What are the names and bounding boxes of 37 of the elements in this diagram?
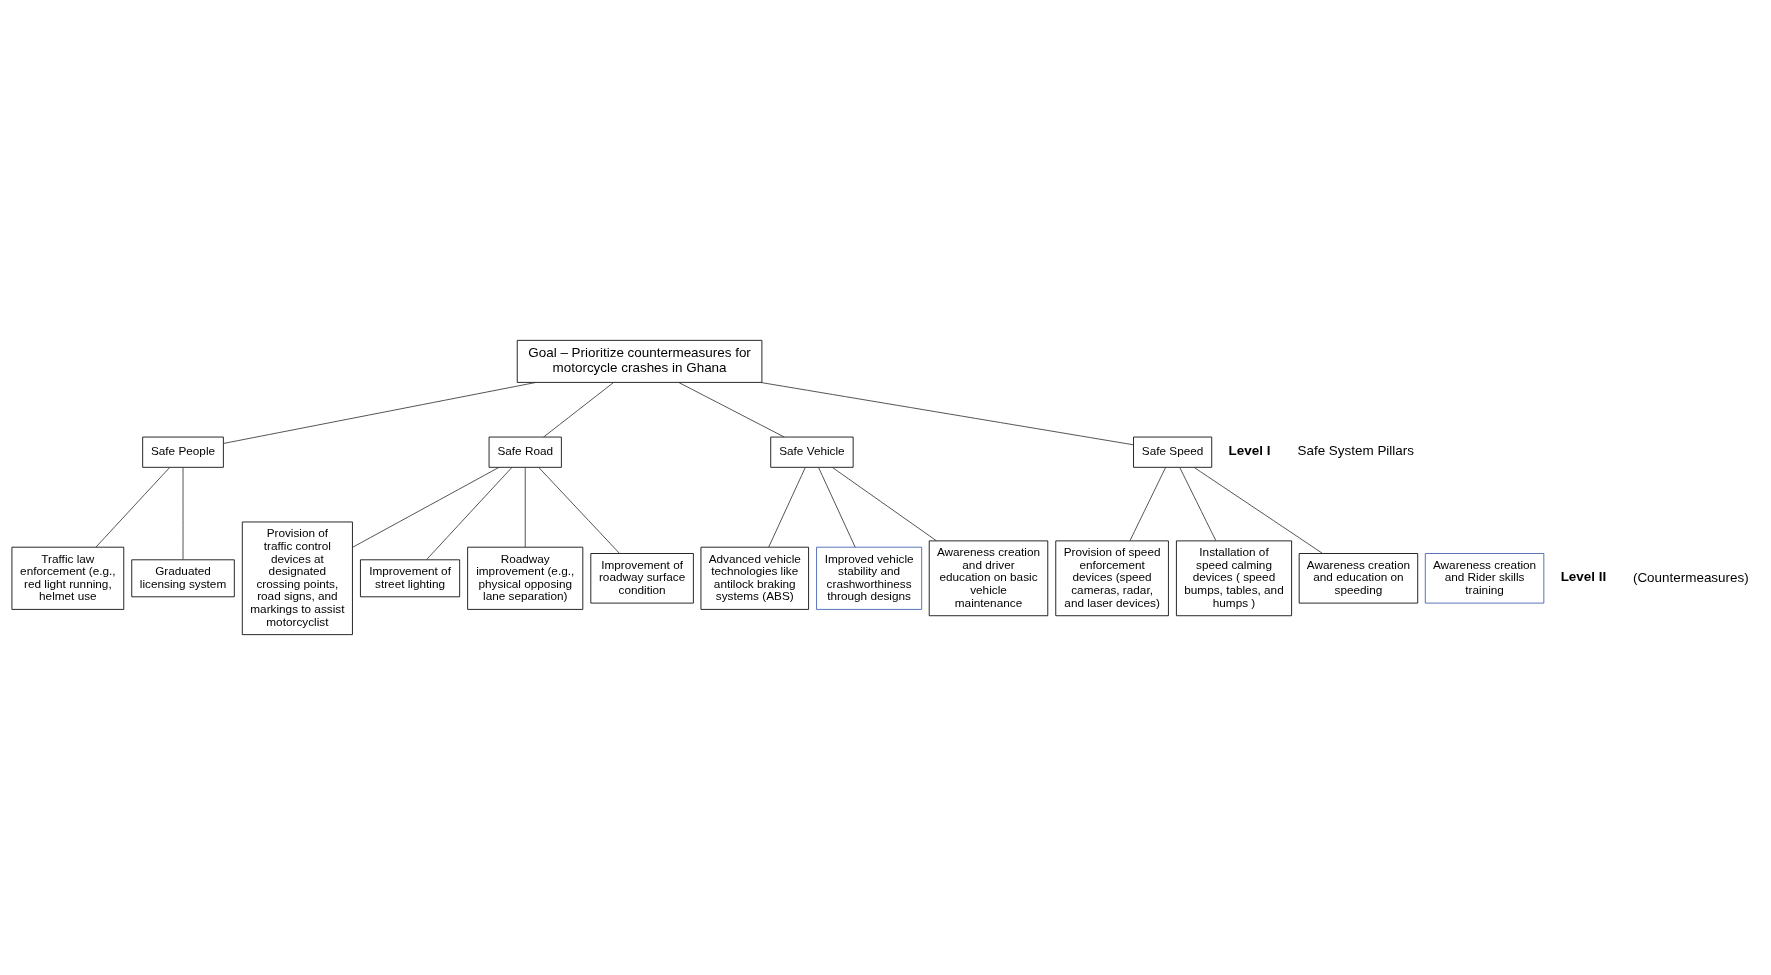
connector (832, 467, 937, 542)
connector (426, 467, 513, 560)
label: Safe System Pillars (1297, 443, 1414, 459)
node-box: Safe People (142, 436, 224, 468)
node-box: Improvement of roadway surface condition (590, 553, 694, 604)
node-box: Awareness creation and driver education on basic vehicle maintenance (928, 540, 1049, 617)
node-box: Safe Speed (1133, 436, 1213, 468)
connector (818, 467, 856, 548)
node-box: Installation of speed calming devices ( speed bumps, tables, and humps ) (1176, 540, 1292, 617)
connector (524, 467, 526, 548)
node-box: Safe Road (488, 436, 562, 468)
node-box: Roadway improvement (e.g., physical opposing lane separation) (467, 546, 584, 610)
node-box: Provision of speed enforcement devices (speed cameras, radar, and laser devices) (1055, 540, 1169, 617)
node-box: Traffic law enforcement (e.g., red light running, helmet use (11, 546, 125, 610)
node-box: Awareness creation and education on speeding (1298, 553, 1419, 604)
node-box: Graduated licensing system (131, 559, 235, 598)
connector (678, 382, 785, 438)
label: Level II (1560, 568, 1607, 584)
node-box: Improvement of street lighting (360, 559, 461, 598)
connector (95, 467, 170, 548)
node-box: Awareness creation and Rider skills training (1424, 553, 1545, 604)
node-box: Advanced vehicle technologies like antilock braking systems (ABS) (700, 546, 809, 610)
connector (760, 382, 1134, 446)
connector (1193, 467, 1323, 554)
node-box: Safe Vehicle (770, 436, 854, 468)
node-box: Improved vehicle stability and crashworthiness through designs (816, 546, 923, 610)
connector (223, 382, 537, 444)
node-box: Provision of traffic control devices at designated crossing points, road signs, and markings to assist motorcyclist (241, 521, 353, 636)
connector (768, 467, 806, 548)
label: Level I (1228, 442, 1271, 458)
connector (538, 467, 620, 554)
connector (1179, 467, 1217, 542)
node-box: Goal – Prioritize countermeasures for motorcycle crashes in Ghana (516, 339, 763, 383)
connector (543, 382, 615, 438)
connector (182, 467, 184, 560)
connector (1129, 467, 1166, 542)
label: (Countermeasures) (1632, 569, 1749, 585)
